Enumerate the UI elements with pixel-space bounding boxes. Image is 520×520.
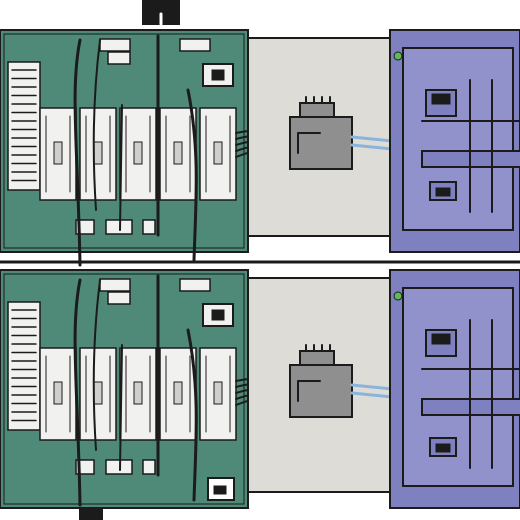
small-label <box>105 459 133 475</box>
small-label <box>142 459 156 475</box>
status-light-icon <box>393 291 403 301</box>
wire <box>186 88 198 262</box>
distribution-panel-inner <box>402 47 514 231</box>
connector-label-mark <box>297 380 321 402</box>
upper-panel-row <box>0 29 520 267</box>
meter-display <box>431 93 451 105</box>
blue-cable <box>350 135 394 151</box>
breaker-switch <box>93 141 103 165</box>
breaker-switch <box>173 141 183 165</box>
connector-block <box>289 364 353 418</box>
small-label <box>142 219 156 235</box>
breaker-switch <box>173 381 183 405</box>
small-label <box>99 38 131 52</box>
blue-cable <box>350 383 394 399</box>
wire <box>186 328 198 502</box>
bottom-indicator-slot <box>213 485 227 495</box>
breaker-panel-inner-frame <box>3 33 245 249</box>
wire <box>73 38 82 267</box>
breaker-switch <box>53 141 63 165</box>
indicator-box-slot <box>211 309 225 321</box>
breaker-switch <box>213 381 223 405</box>
breaker-switch <box>133 141 143 165</box>
small-label <box>105 219 133 235</box>
label-strip <box>7 301 41 431</box>
small-label <box>179 38 211 52</box>
wire <box>92 39 101 211</box>
breaker-switch <box>133 381 143 405</box>
breaker-panel-inner-frame <box>3 273 245 505</box>
connector-block <box>289 116 353 170</box>
terminal-slot <box>435 187 451 197</box>
small-label <box>107 291 131 305</box>
connector-pins <box>299 102 335 118</box>
status-light-icon <box>393 51 403 61</box>
distribution-panel-inner <box>402 287 514 487</box>
wire <box>119 344 123 471</box>
breaker-switch <box>213 141 223 165</box>
breaker-switch <box>93 381 103 405</box>
wire <box>73 278 82 507</box>
breaker-switch <box>53 381 63 405</box>
connector-pins <box>299 350 335 366</box>
label-strip <box>7 61 41 191</box>
small-label <box>99 278 131 292</box>
small-label <box>107 51 131 65</box>
wire <box>119 104 123 231</box>
bottom-plug-icon <box>79 509 103 520</box>
small-label <box>179 278 211 292</box>
terminal-slot <box>435 443 451 453</box>
meter-display <box>431 333 451 345</box>
wire <box>92 279 101 451</box>
indicator-box-slot <box>211 69 225 81</box>
lower-panel-row <box>0 269 520 509</box>
connector-label-mark <box>297 132 321 154</box>
